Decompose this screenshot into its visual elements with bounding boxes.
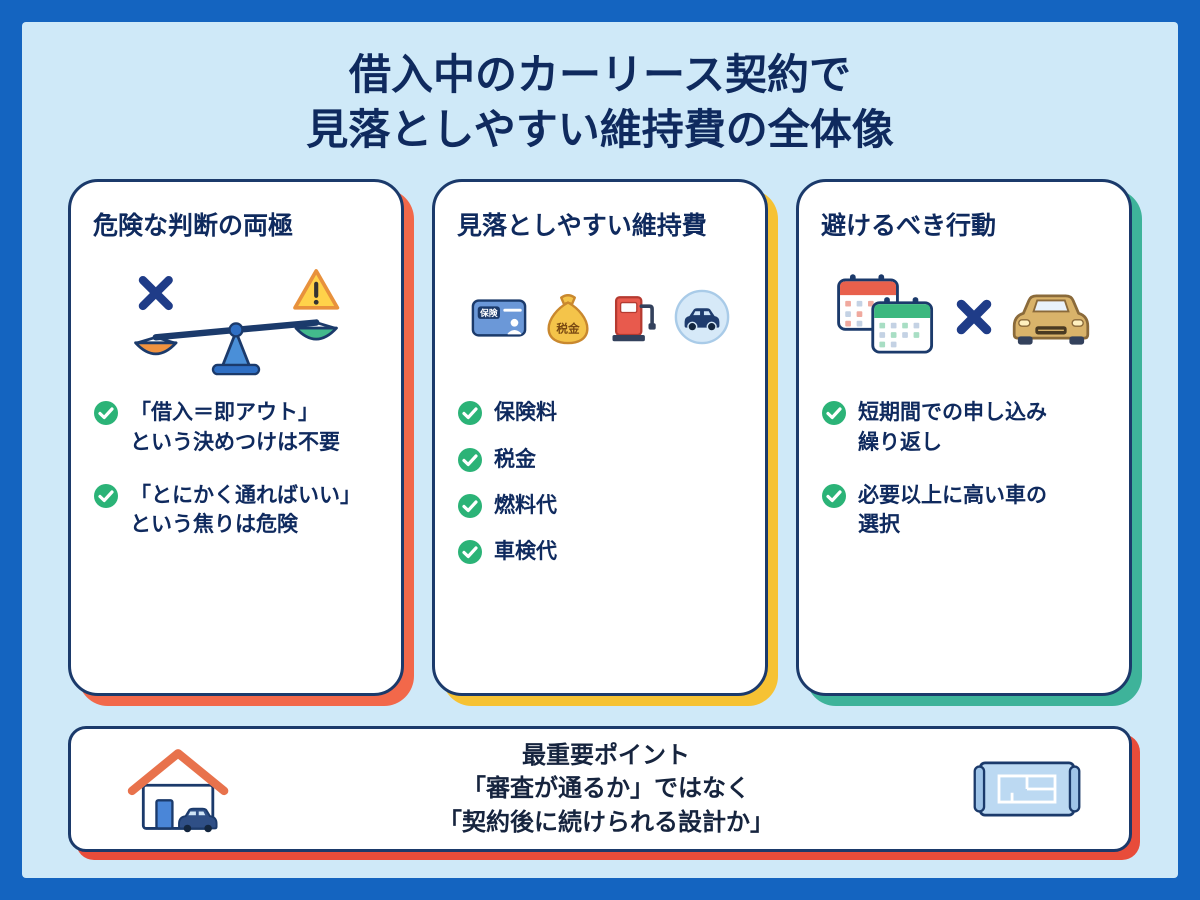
- checklist: 「借入＝即アウト」 という決めつけは不要 「とにかく通ればいい」 という焦りは危…: [93, 398, 379, 564]
- text-line: 「契約後に続けられる設計か」: [438, 808, 774, 836]
- cost-icons: 保険 税金: [457, 248, 743, 386]
- checklist: 短期間での申し込み 繰り返し 必要以上に高い車の 選択: [821, 398, 1107, 564]
- text-line: 燃料代: [494, 493, 557, 517]
- check-item: 車検代: [457, 537, 743, 566]
- blueprint-icon: [973, 761, 1081, 817]
- text-line: 必要以上に高い車の: [858, 483, 1047, 507]
- check-item: 燃料代: [457, 491, 743, 520]
- title-line: 借入中のカーリース契約で: [349, 51, 851, 98]
- check-icon: [94, 483, 118, 508]
- text-line: 車検代: [494, 540, 557, 564]
- check-item-text: 車検代: [494, 537, 557, 566]
- check-item: 「とにかく通ればいい」 という焦りは危険: [93, 481, 379, 540]
- text-line: という決めつけは不要: [130, 430, 340, 454]
- key-point-banner: 最重要ポイント 「審査が通るか」ではなく 「契約後に続けられる設計か」: [68, 726, 1132, 852]
- check-icon: [822, 401, 846, 426]
- svg-text:税金: 税金: [556, 322, 580, 336]
- check-item: 必要以上に高い車の 選択: [821, 481, 1107, 540]
- svg-text:保険: 保険: [479, 307, 498, 318]
- text-line: 最重要ポイント: [522, 742, 690, 770]
- key-point-text: 最重要ポイント 「審査が通るか」ではなく 「契約後に続けられる設計か」: [261, 739, 951, 838]
- check-item: 保険料: [457, 398, 743, 427]
- check-icon: [458, 540, 482, 565]
- text-line: 選択: [858, 513, 900, 537]
- check-item-text: 「借入＝即アウト」 という決めつけは不要: [130, 398, 340, 457]
- x-mark-icon: [956, 299, 992, 335]
- text-line: 短期間での申し込み: [858, 401, 1047, 425]
- page-title: 借入中のカーリース契約で 見落としやすい維持費の全体像: [68, 48, 1132, 157]
- money-bag-icon: 税金: [546, 294, 589, 345]
- check-item-text: 必要以上に高い車の 選択: [858, 481, 1047, 540]
- avoid-icons: [821, 248, 1107, 386]
- card-overlooked-costs: 見落としやすい維持費 保険 税金: [432, 179, 768, 696]
- text-line: 「借入＝即アウト」: [130, 401, 319, 425]
- card-heading: 見落としやすい維持費: [457, 212, 707, 241]
- calendar-stack-icon: [837, 274, 934, 354]
- card-actions-to-avoid: 避けるべき行動: [796, 179, 1132, 696]
- check-icon: [458, 401, 482, 426]
- car-circle-icon: [674, 289, 729, 345]
- card-risky-judgment: 危険な判断の両極: [68, 179, 404, 696]
- check-item-text: 短期間での申し込み 繰り返し: [858, 398, 1047, 457]
- check-icon: [94, 401, 118, 426]
- infographic-canvas: 借入中のカーリース契約で 見落としやすい維持費の全体像 危険な判断の両極: [22, 22, 1178, 878]
- check-item: 「借入＝即アウト」 という決めつけは不要: [93, 398, 379, 457]
- check-icon: [458, 447, 482, 472]
- check-item: 税金: [457, 445, 743, 474]
- card-row: 危険な判断の両極: [68, 179, 1132, 696]
- title-line: 見落としやすい維持費の全体像: [306, 105, 894, 153]
- house-icon: [127, 749, 229, 833]
- check-item-text: 保険料: [494, 398, 557, 427]
- insurance-card-icon: 保険: [471, 299, 526, 337]
- text-line: 税金: [494, 447, 536, 471]
- text-line: 「審査が通るか」ではなく: [462, 775, 750, 803]
- text-line: という焦りは危険: [130, 513, 298, 537]
- check-item: 短期間での申し込み 繰り返し: [821, 398, 1107, 457]
- car-front-icon: [1012, 294, 1090, 345]
- check-icon: [822, 483, 846, 508]
- text-line: 繰り返し: [858, 430, 942, 454]
- check-icon: [458, 493, 482, 518]
- checklist: 保険料 税金 燃料代: [457, 398, 743, 584]
- fuel-pump-icon: [612, 296, 656, 342]
- check-item-text: 税金: [494, 445, 536, 474]
- check-item-text: 「とにかく通ればいい」 という焦りは危険: [130, 481, 361, 540]
- card-heading: 避けるべき行動: [821, 212, 997, 241]
- balance-scale-icon: [93, 248, 379, 386]
- card-heading: 危険な判断の両極: [93, 212, 294, 241]
- text-line: 「とにかく通ればいい」: [130, 483, 361, 507]
- check-item-text: 燃料代: [494, 491, 557, 520]
- text-line: 保険料: [494, 401, 557, 425]
